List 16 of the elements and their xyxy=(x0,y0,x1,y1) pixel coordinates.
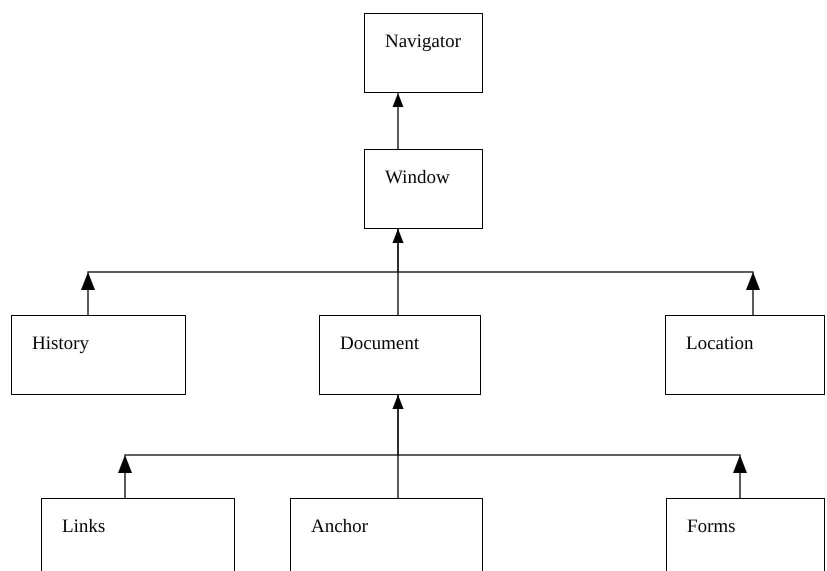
box-label: Location xyxy=(686,333,754,355)
box-label: Anchor xyxy=(311,516,368,538)
box-label: Window xyxy=(385,167,450,189)
box-label: History xyxy=(32,333,89,355)
class-box xyxy=(364,149,483,229)
box-label: Navigator xyxy=(385,31,461,53)
class-box xyxy=(666,498,825,571)
class-box xyxy=(319,315,481,395)
box-label: Links xyxy=(62,516,106,538)
class-box xyxy=(41,498,235,571)
box-label: Forms xyxy=(687,516,736,538)
class-box xyxy=(290,498,483,571)
class-box xyxy=(11,315,186,395)
class-box xyxy=(665,315,825,395)
box-label: Document xyxy=(340,333,420,355)
class-box xyxy=(364,13,483,93)
